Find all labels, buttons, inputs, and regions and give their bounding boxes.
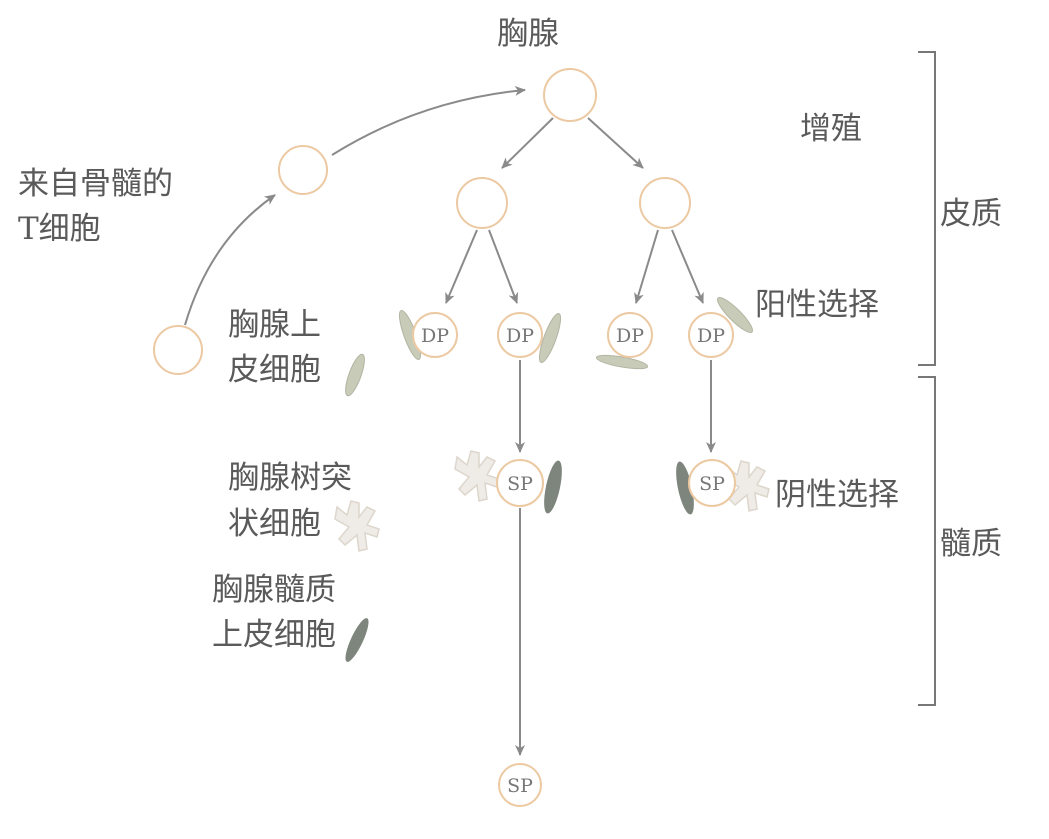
medulla-label: 髓质 xyxy=(940,526,1002,562)
legend-dendritic-cell xyxy=(334,500,380,552)
dp-cell-2 xyxy=(497,312,543,358)
sp-cell-mature xyxy=(498,763,542,807)
bone-marrow-label-2: T细胞 xyxy=(18,211,101,247)
t-cell-bone-marrow xyxy=(153,325,203,375)
dp-label: DP xyxy=(616,325,644,347)
arrow-dp-2 xyxy=(488,229,519,304)
dp-cell-4 xyxy=(688,312,734,358)
cortical-epithelial-cell xyxy=(717,297,753,333)
t-cell-migrating xyxy=(278,145,328,195)
bone-marrow-label-1: 来自骨髓的 xyxy=(18,166,173,202)
medullary-epithelial-label-2: 上皮细胞 xyxy=(212,617,336,653)
positive-selection-label: 阳性选择 xyxy=(755,287,879,323)
arrow-migrate-1 xyxy=(184,194,276,326)
sp-label: SP xyxy=(507,775,533,797)
t-cell-thymus xyxy=(543,68,597,122)
arrows xyxy=(184,85,716,756)
dendritic-cell xyxy=(454,450,500,502)
cortical-epithelial-cell xyxy=(538,312,562,364)
negative-selection-label: 阴性选择 xyxy=(775,477,899,513)
sp-cell-left xyxy=(496,459,544,507)
epithelial-label-1: 胸腺上 xyxy=(228,307,321,343)
arrow-migrate-2 xyxy=(331,85,526,156)
proliferation-label: 增殖 xyxy=(800,111,862,147)
dp-label: DP xyxy=(421,325,449,347)
dp-cell-3 xyxy=(607,312,653,358)
medullary-epithelial-cell xyxy=(544,460,562,514)
medulla-bracket xyxy=(918,376,936,706)
arrow-prolif-right xyxy=(587,117,644,169)
arrow-dp-4 xyxy=(671,229,704,304)
diagram-title: 胸腺 xyxy=(497,16,559,52)
medullary-epithelial-cell xyxy=(676,461,694,515)
sp-label: SP xyxy=(507,473,533,495)
cortical-epithelial-cell xyxy=(595,354,649,370)
dendritic-label-1: 胸腺树突 xyxy=(228,460,352,496)
t-cell-proliferating-left xyxy=(456,177,508,229)
medullary-epithelial-label-1: 胸腺髓质 xyxy=(212,572,336,608)
legend-medullary-epithelial-cell xyxy=(345,618,369,662)
sp-label: SP xyxy=(699,473,725,495)
epithelial-label-2: 皮细胞 xyxy=(228,352,321,388)
arrow-prolif-left xyxy=(501,117,554,169)
dp-label: DP xyxy=(697,325,725,347)
arrow-dp-1 xyxy=(445,229,478,304)
t-cell-proliferating-right xyxy=(639,177,691,229)
region-brackets xyxy=(918,51,936,706)
cortex-bracket xyxy=(918,51,936,366)
sp-cell-right xyxy=(688,459,736,507)
dp-cell-1 xyxy=(412,312,458,358)
cortex-label: 皮质 xyxy=(940,196,1002,232)
dendritic-label-2: 状细胞 xyxy=(228,506,321,542)
arrow-dp-3 xyxy=(634,229,659,304)
legend-cortical-epithelial-cell xyxy=(345,353,365,397)
dp-label: DP xyxy=(506,325,534,347)
